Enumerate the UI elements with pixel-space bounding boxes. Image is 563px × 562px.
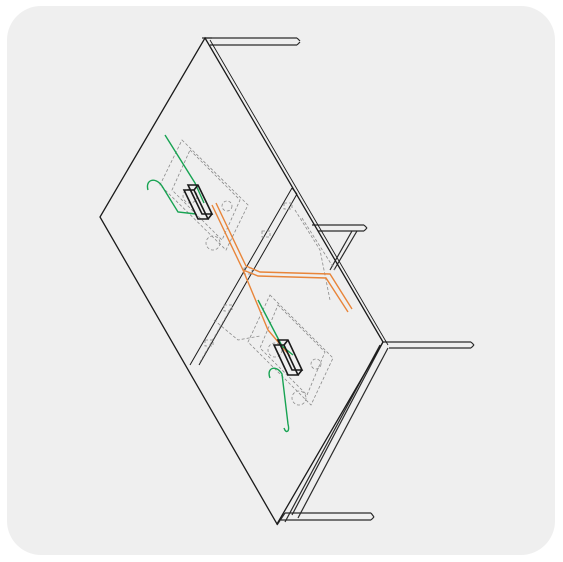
power-box-upper	[182, 184, 214, 220]
diagram-card	[7, 6, 555, 555]
center-spine	[189, 187, 298, 366]
leg-frame-right	[284, 341, 475, 523]
power-cable	[211, 202, 353, 357]
desktop-surface	[99, 36, 384, 526]
power-box-lower	[272, 339, 304, 376]
data-cable-upper	[146, 134, 205, 215]
data-cable-lower	[257, 299, 294, 433]
desktop-edge-thickness	[209, 39, 389, 346]
leg-frame-top	[202, 37, 301, 46]
under-desk-hidden-parts	[159, 139, 336, 406]
leg-frame-middle	[312, 224, 368, 271]
leg-frame-bottom	[276, 512, 375, 526]
